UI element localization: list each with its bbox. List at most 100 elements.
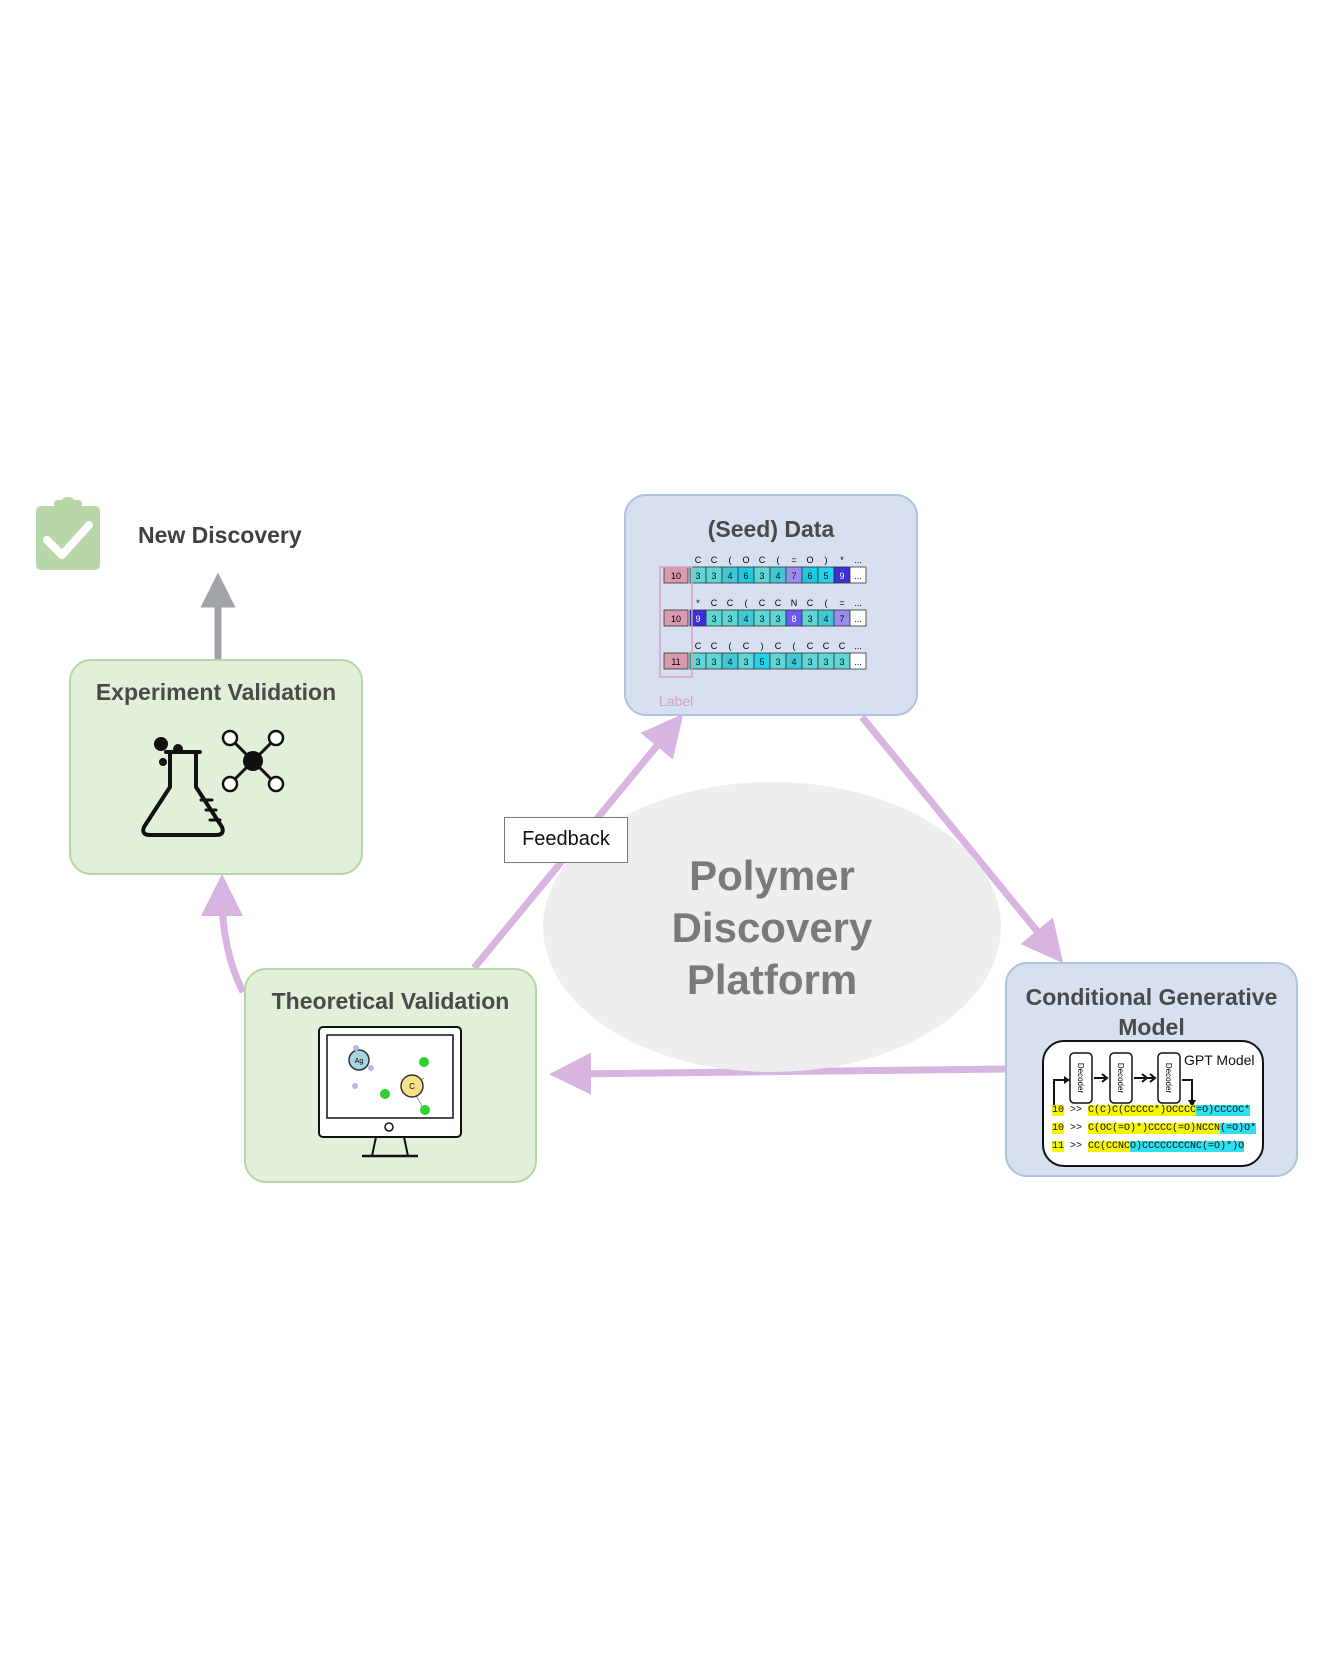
token-label: C [711, 598, 718, 608]
token-label: C [759, 555, 766, 565]
token-cell-value: 4 [823, 614, 828, 624]
token-label: = [791, 555, 796, 565]
token-cell-value: 3 [695, 571, 700, 581]
token-cell [849, 566, 867, 584]
seed-data-title: (Seed) Data [707, 516, 835, 542]
label-cell [663, 652, 689, 670]
token-label: C [839, 641, 846, 651]
token-label: ( [777, 555, 780, 565]
gpt-decoder-stack: Decoder Decoder Decoder [1053, 1052, 1196, 1107]
label-value: 10 [671, 571, 681, 581]
token-label: C [711, 555, 718, 565]
token-cell-value: 7 [839, 614, 844, 624]
feedback-label: Feedback [504, 817, 628, 863]
gpt-model-title: GPT Model [1184, 1052, 1255, 1068]
token-label: C [695, 641, 702, 651]
decoder-block-label: Decoder [1116, 1063, 1125, 1094]
seq-generated: =O)CCCOC* [1196, 1105, 1251, 1116]
token-cell-value: ... [854, 657, 862, 667]
flask-icon [141, 737, 225, 837]
arrow-seed-to-model [859, 714, 1064, 964]
token-label: * [696, 598, 700, 608]
gpt-flow-arrow-icon [1188, 1100, 1196, 1107]
token-cell [849, 609, 867, 627]
token-cell-value: 4 [791, 657, 796, 667]
token-cell-value: 4 [743, 614, 748, 624]
label-value: 10 [671, 614, 681, 624]
token-cell-value: 3 [759, 571, 764, 581]
experiment-validation-title: Experiment Validation [95, 679, 337, 705]
token-cell-value: 7 [791, 571, 796, 581]
gpt-flow-arrow-icon [1064, 1076, 1070, 1084]
token-cell [849, 652, 867, 670]
token-label: ... [854, 641, 862, 651]
token-label: C [775, 641, 782, 651]
gpt-sequence-line: 11 >> CC(CCNCO)CCCCCCCCNC(=O)*)O [1052, 1141, 1245, 1152]
token-cell-value: 3 [823, 657, 828, 667]
seq-prefix: >> [1064, 1123, 1089, 1134]
token-label: N [791, 598, 798, 608]
token-label: O [806, 555, 813, 565]
label-value: 11 [671, 657, 680, 667]
gpt-sequence-line: 10 >> C(OC(=O)*)CCCC(=O)NCCN(=O)O* [1052, 1123, 1257, 1134]
molecule-icon [221, 729, 285, 793]
token-label: ) [825, 555, 828, 565]
token-label: ( [729, 555, 732, 565]
token-label: ) [761, 641, 764, 651]
token-label: ( [729, 641, 732, 651]
decoder-block-label: Decoder [1076, 1063, 1085, 1094]
atom-label: C [409, 1082, 415, 1091]
token-cell-value: 6 [743, 571, 748, 581]
gpt-flow-arrow-icon [1094, 1073, 1109, 1083]
token-label: C [695, 555, 702, 565]
seq-generated: (=O)O* [1220, 1123, 1257, 1134]
gpt-flow-arrow-icon [1053, 1079, 1068, 1106]
platform-title: Polymer Discovery Platform [543, 850, 1001, 1006]
gpt-flow-arrow-icon [1182, 1079, 1193, 1104]
token-label: * [840, 555, 844, 565]
token-label: C [807, 641, 814, 651]
seq-label: 10 [1052, 1105, 1065, 1116]
token-cell-value: 3 [839, 657, 844, 667]
decoder-block: Decoder [1069, 1052, 1093, 1104]
seq-label: 10 [1052, 1123, 1065, 1134]
token-cell-value: 5 [823, 571, 828, 581]
label-caption: Label [659, 693, 694, 709]
gpt-flow-arrow-icon [1134, 1073, 1157, 1083]
token-cell-value: 4 [727, 571, 732, 581]
token-cell-value: 3 [807, 614, 812, 624]
token-cell-value: 3 [695, 657, 700, 667]
token-cell-value: 3 [711, 571, 716, 581]
token-label: C [807, 598, 814, 608]
token-label: ... [854, 598, 862, 608]
token-cell-value: 4 [775, 571, 780, 581]
token-label: ( [745, 598, 748, 608]
token-cell-value: 3 [743, 657, 748, 667]
token-cell-value: 3 [759, 614, 764, 624]
decoder-block-label: Decoder [1164, 1063, 1173, 1094]
token-cell-value: ... [854, 571, 862, 581]
token-label: ( [793, 641, 796, 651]
monitor-icon: Ag C [318, 1026, 462, 1158]
platform-title-line: Platform [686, 956, 858, 1003]
token-cell-value: 9 [839, 571, 844, 581]
token-cell-value: ... [854, 614, 862, 624]
seq-prefix: >> [1064, 1105, 1089, 1116]
seed-data-box: (Seed) Data [624, 494, 918, 716]
token-label: ... [854, 555, 862, 565]
decoder-block: Decoder [1109, 1052, 1133, 1104]
token-cell-value: 3 [711, 614, 716, 624]
seq-label: 11 [1052, 1141, 1065, 1152]
platform-title-line: Polymer [689, 852, 855, 899]
token-label: C [759, 598, 766, 608]
token-label: C [823, 641, 830, 651]
token-cell-value: 3 [775, 657, 780, 667]
decoder-block: Decoder [1157, 1052, 1181, 1104]
token-cell-value: 8 [791, 614, 796, 624]
token-label: C [727, 598, 734, 608]
token-cell-value: 3 [807, 657, 812, 667]
seq-seed: C(OC(=O)*)CCCC(=O)NCCN [1088, 1123, 1221, 1134]
new-discovery-label: New Discovery [138, 522, 302, 548]
clipboard-check-icon [36, 497, 100, 570]
